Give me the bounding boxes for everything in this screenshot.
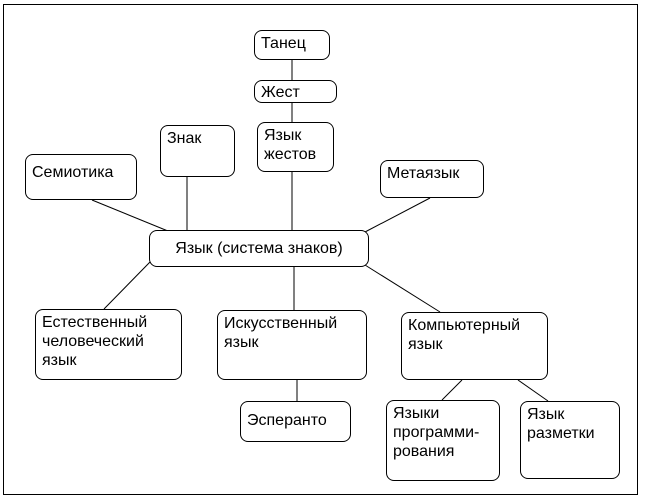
node-yazyk-central: Язык (система знаков) <box>149 230 369 267</box>
node-tanets: Танец <box>254 30 330 60</box>
node-zhest: Жест <box>254 80 337 103</box>
node-esperanto: Эсперанто <box>240 401 351 442</box>
node-yazyk-razmetki: Язык разметки <box>520 401 620 479</box>
node-yazyki-programmirovaniya: Языки программи- рования <box>386 400 500 481</box>
edge-kompyuterny-yazyki_programmirovaniya <box>441 379 463 401</box>
edge-yazyk-estestvenny <box>103 261 151 310</box>
diagram-frame <box>3 4 638 495</box>
node-semiotika: Семиотика <box>25 154 137 200</box>
edge-kompyuterny-yazyk_razmetki <box>517 379 549 402</box>
node-metayazyk: Метаязык <box>380 160 484 198</box>
edge-metayazyk-yazyk <box>364 197 431 233</box>
node-estestvenny: Естественный человеческий язык <box>35 309 182 380</box>
node-znak: Знак <box>160 125 235 177</box>
node-iskusstvenny: Искусственный язык <box>217 310 367 380</box>
node-yazyk-zhestov: Язык жестов <box>257 122 334 172</box>
edge-yazyk-kompyuterny <box>364 264 441 313</box>
node-kompyuterny: Компьютерный язык <box>401 312 548 380</box>
